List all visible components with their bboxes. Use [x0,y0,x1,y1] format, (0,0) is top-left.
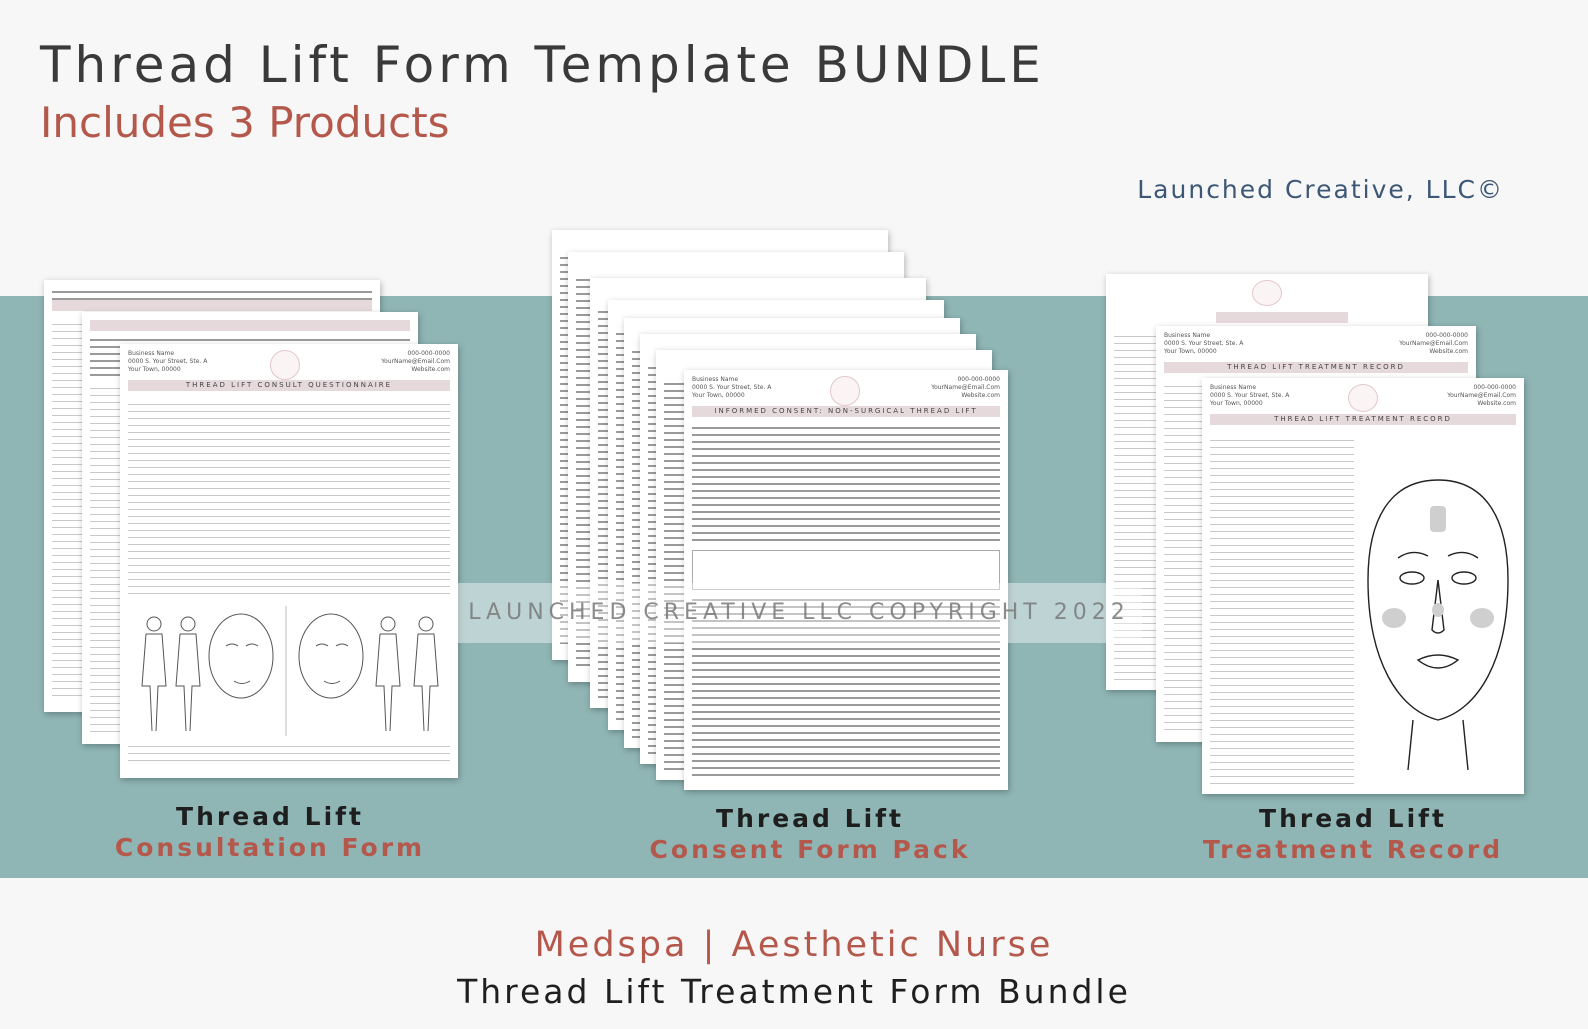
footer-title: Thread Lift Treatment Form Bundle [457,972,1131,1011]
consultation-sheet-front: Business Name 0000 S. Your Street, Ste. … [120,344,458,778]
contact-header: 000-000-0000 YourName@Email.Com Website.… [931,376,1000,399]
product-label-line2: Treatment Record [1202,835,1504,864]
product-label-line2: Consultation Form [114,833,426,862]
comment-lines [128,740,450,764]
logo-icon [1252,280,1282,306]
text-lines [692,424,1000,544]
product-label-consultation: Thread Lift Consultation Form [100,802,440,862]
logo-icon [270,350,300,380]
sheet-banner: THREAD LIFT TREATMENT RECORD [1164,362,1468,373]
text-lines [692,596,1000,776]
product-label-consent: Thread Lift Consent Form Pack [630,804,990,864]
contact-header: 000-000-0000 YourName@Email.Com Website.… [1399,332,1468,355]
page-title: Thread Lift Form Template BUNDLE [40,36,1045,94]
contact-header: 000-000-0000 YourName@Email.Com Website.… [381,350,450,373]
sheet-banner: INFORMED CONSENT: NON-SURGICAL THREAD LI… [692,406,1000,417]
contact-header: 000-000-0000 YourName@Email.Com Website.… [1447,384,1516,407]
sheet-banner: THREAD LIFT CONSULT QUESTIONNAIRE [128,380,450,391]
product-label-line1: Thread Lift [1259,804,1447,833]
product-label-line1: Thread Lift [176,802,364,831]
product-label-treatment: Thread Lift Treatment Record [1180,804,1526,864]
product-label-line1: Thread Lift [716,804,904,833]
business-header: Business Name 0000 S. Your Street, Ste. … [692,376,772,399]
copyright-watermark: LAUNCHED CREATIVE LLC COPYRIGHT 2022 [456,583,1142,643]
treatment-record-sheet-front: Business Name 0000 S. Your Street, Ste. … [1202,378,1524,794]
logo-icon [830,376,860,406]
section-bar [1216,312,1348,323]
sheet-banner: THREAD LIFT TREATMENT RECORD [1210,414,1516,425]
body-face-diagram [141,606,439,736]
provider-box [692,550,1000,590]
section-bar [52,300,372,311]
footer-tagline: Medspa | Aesthetic Nurse [534,925,1054,965]
business-header: Business Name 0000 S. Your Street, Ste. … [1164,332,1244,355]
form-lines [128,398,450,598]
company-name: Launched Creative, LLC© [1137,175,1504,204]
face-diagram [1367,479,1509,770]
product-label-line2: Consent Form Pack [649,835,971,864]
business-header: Business Name 0000 S. Your Street, Ste. … [128,350,208,373]
section-bar [90,320,410,331]
page-subtitle: Includes 3 Products [40,98,450,147]
form-lines [1210,434,1354,784]
consent-sheet-front: Business Name 0000 S. Your Street, Ste. … [684,370,1008,790]
business-header: Business Name 0000 S. Your Street, Ste. … [1210,384,1290,407]
logo-icon [1348,384,1378,412]
